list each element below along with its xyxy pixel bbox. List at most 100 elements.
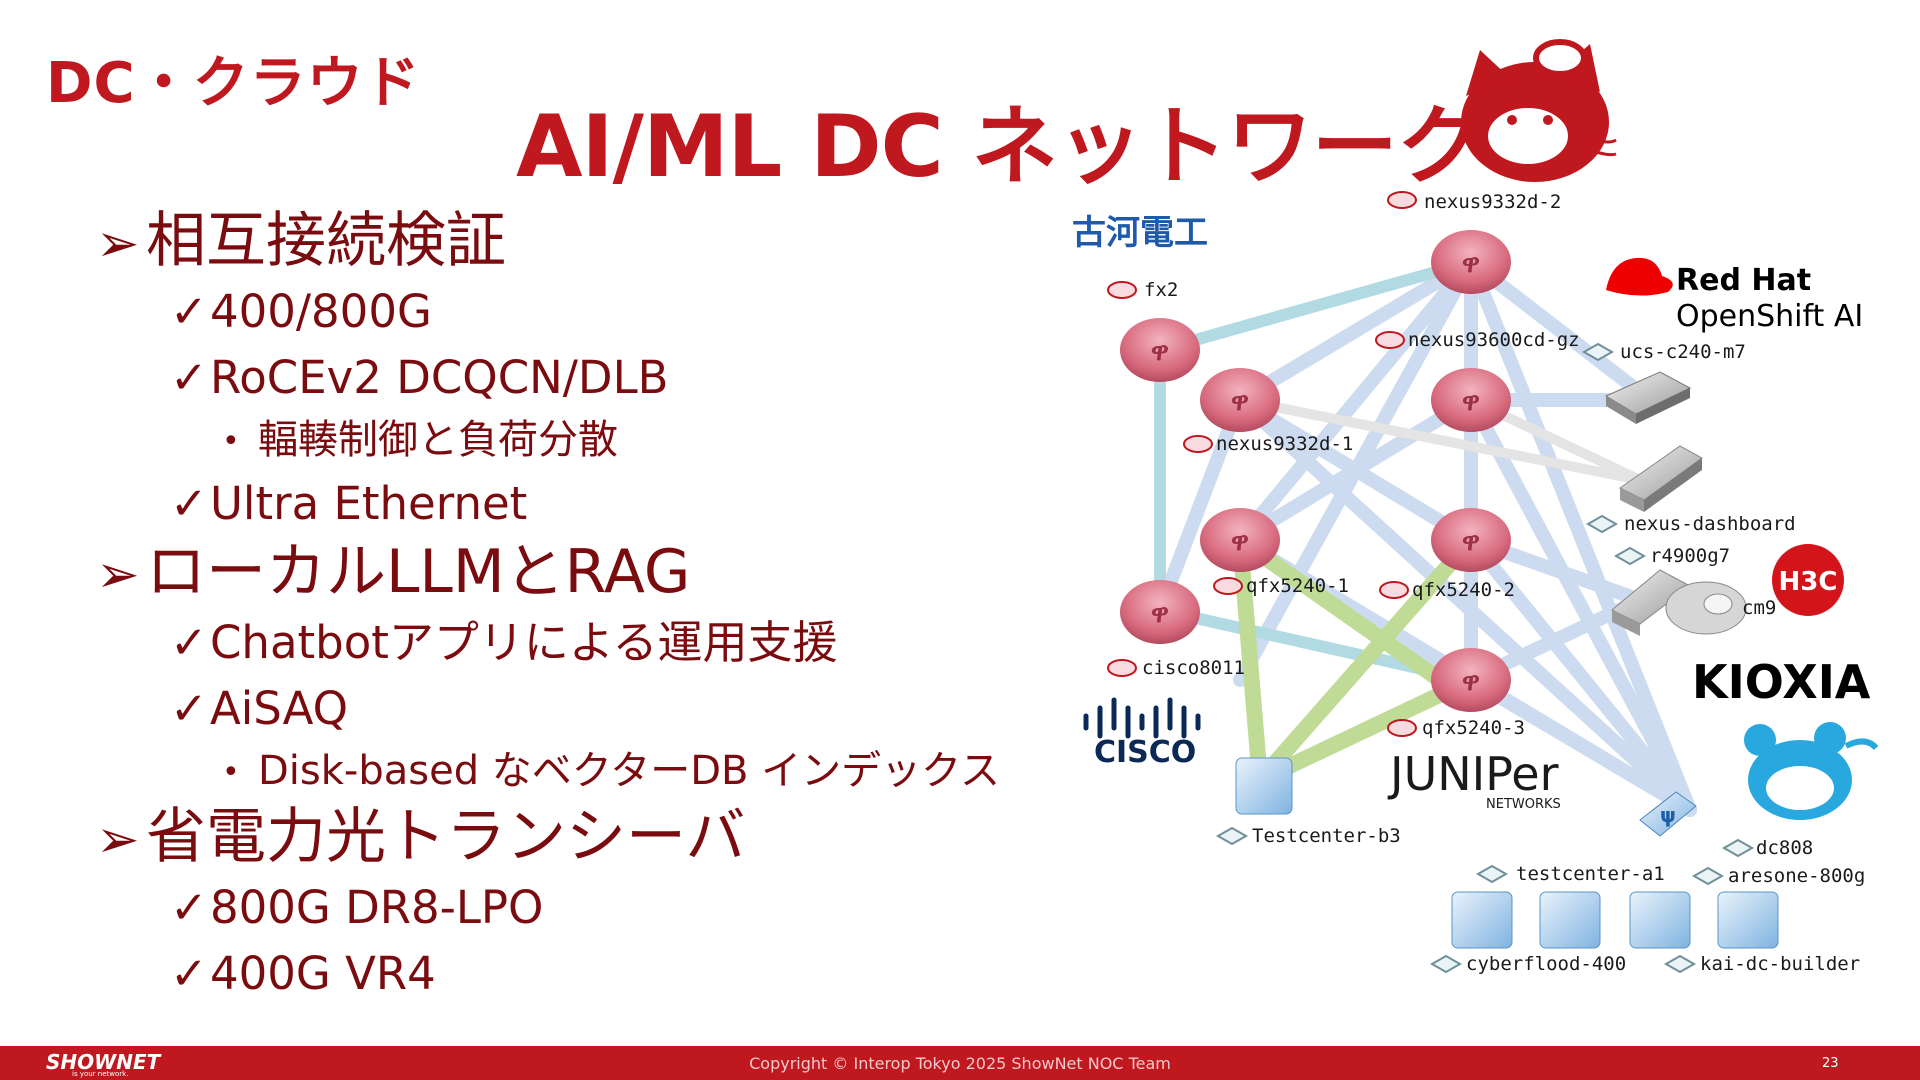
item-text: 400G VR4 <box>210 947 436 1000</box>
check-icon: ✓ <box>170 616 208 669</box>
list-item: ✓AiSAQ <box>96 676 1086 742</box>
section-optical: ➢省電力光トランシーバ <box>96 802 1086 875</box>
list-item: ✓Chatbotアプリによる運用支援 <box>96 610 1086 676</box>
check-icon: ✓ <box>170 682 208 735</box>
section-title: 相互接続検証 <box>146 206 506 276</box>
bullet-list: ➢相互接続検証 ✓400/800G ✓RoCEv2 DCQCN/DLB •輻輳制… <box>96 206 1086 1007</box>
kioxia-logo: KIOXIA <box>1692 655 1871 709</box>
arrow-bullet-icon: ➢ <box>96 810 140 870</box>
item-text: Chatbotアプリによる運用支援 <box>210 616 838 669</box>
node-label: cyberflood-400 <box>1466 953 1626 975</box>
router-cisco8011[interactable]: ዋ <box>1120 580 1200 644</box>
svg-text:ዋ: ዋ <box>1462 527 1480 557</box>
node-label: testcenter-a1 <box>1516 863 1665 885</box>
section-local-llm: ➢ローカルLLMとRAG <box>96 537 1086 610</box>
node-label: nexus9332d-1 <box>1216 433 1353 455</box>
node-label: qfx5240-2 <box>1412 579 1515 601</box>
node-label: Testcenter-b3 <box>1252 825 1401 847</box>
redhat-logo: Red Hat OpenShift AI <box>1606 257 1863 334</box>
slide-title: AI/ML DC ネットワーク <box>516 97 1483 197</box>
item-text: AiSAQ <box>210 682 349 735</box>
link-group <box>1153 255 1697 817</box>
check-icon: ✓ <box>170 477 208 530</box>
node-label: ucs-c240-m7 <box>1620 341 1746 363</box>
tester-dc808[interactable]: ψ <box>1639 791 1697 837</box>
label-markers <box>1107 191 1417 737</box>
server-ucs-c240-m7[interactable] <box>1604 371 1692 424</box>
blue-mascot-icon <box>1744 722 1879 820</box>
tester-testcenter-b3[interactable] <box>1235 757 1293 815</box>
tester-group[interactable] <box>1451 891 1779 949</box>
check-icon: ✓ <box>170 285 208 338</box>
sub-item: • 輻輳制御と負荷分散 <box>96 411 1086 471</box>
item-text: 800G DR8-LPO <box>210 881 544 934</box>
list-item: ✓RoCEv2 DCQCN/DLB <box>96 345 1086 411</box>
node-label: kai-dc-builder <box>1700 953 1860 975</box>
redhat-line2: OpenShift AI <box>1676 299 1863 334</box>
svg-text:ዋ: ዋ <box>1462 249 1480 279</box>
shownet-tagline: is your network. <box>72 1070 129 1078</box>
check-icon: ✓ <box>170 881 208 934</box>
check-icon: ✓ <box>170 351 208 404</box>
svg-text:ዋ: ዋ <box>1151 599 1169 629</box>
router-nexus93600cd-gz[interactable]: ዋ <box>1431 368 1511 432</box>
dot-bullet-icon: • <box>222 755 240 790</box>
section-interop-verification: ➢相互接続検証 <box>96 206 1086 279</box>
node-label: aresone-800g <box>1728 865 1865 887</box>
router-nexus9332d-2[interactable]: ዋ <box>1431 230 1511 294</box>
node-label: r4900g7 <box>1650 545 1730 567</box>
category-label: DC・クラウド <box>46 51 421 116</box>
sub-item: • Disk-based なベクターDB インデックス <box>96 742 1086 802</box>
footer-bar <box>0 1046 1920 1080</box>
list-item: ✓400/800G <box>96 279 1086 345</box>
storage-cm9[interactable] <box>1665 581 1747 635</box>
svg-text:ዋ: ዋ <box>1231 387 1249 417</box>
node-label: dc808 <box>1756 837 1813 859</box>
h3c-text: H3C <box>1779 567 1838 597</box>
section-title: ローカルLLMとRAG <box>146 537 691 607</box>
sub-item-text: 輻輳制御と負荷分散 <box>258 417 618 463</box>
list-item: ✓400G VR4 <box>96 941 1086 1007</box>
router-nexus9332d-1[interactable]: ዋ <box>1200 368 1280 432</box>
node-label: nexus9332d-2 <box>1424 191 1561 213</box>
shownet-logo: SHOWNET <box>46 1050 161 1074</box>
h3c-logo: H3C <box>1772 544 1844 616</box>
node-label: qfx5240-1 <box>1246 575 1349 597</box>
router-qfx5240-1[interactable]: ዋ <box>1200 508 1280 572</box>
juniper-logo: JUNIPer <box>1387 747 1559 801</box>
server-label-markers <box>1215 342 1755 974</box>
item-text: Ultra Ethernet <box>210 477 528 530</box>
svg-text:ዋ: ዋ <box>1151 337 1169 367</box>
svg-text:ዋ: ዋ <box>1231 527 1249 557</box>
section-title: 省電力光トランシーバ <box>146 802 746 872</box>
list-item: ✓Ultra Ethernet <box>96 471 1086 537</box>
svg-text:ዋ: ዋ <box>1462 667 1480 697</box>
check-icon: ✓ <box>170 947 208 1000</box>
page-number: 23 <box>1822 1056 1839 1071</box>
sub-item-text: Disk-based なベクターDB インデックス <box>258 748 1000 794</box>
node-label: cm9 <box>1742 597 1776 619</box>
router-fx2[interactable]: ዋ <box>1120 318 1200 382</box>
cat-mascot-icon <box>1461 39 1617 182</box>
node-label: nexus93600cd-gz <box>1408 329 1580 351</box>
item-text: 400/800G <box>210 285 432 338</box>
item-text: RoCEv2 DCQCN/DLB <box>210 351 669 404</box>
copyright-text: Copyright © Interop Tokyo 2025 ShowNet N… <box>749 1054 1171 1073</box>
node-label: qfx5240-3 <box>1422 717 1525 739</box>
svg-text:ψ: ψ <box>1660 803 1676 827</box>
node-label: fx2 <box>1144 279 1178 301</box>
list-item: ✓800G DR8-LPO <box>96 875 1086 941</box>
arrow-bullet-icon: ➢ <box>96 214 140 274</box>
juniper-sub: NETWORKS <box>1486 797 1561 812</box>
router-qfx5240-3[interactable]: ዋ <box>1431 648 1511 712</box>
svg-text:ዋ: ዋ <box>1462 387 1480 417</box>
node-label: cisco8011 <box>1142 657 1245 679</box>
router-qfx5240-2[interactable]: ዋ <box>1431 508 1511 572</box>
dot-bullet-icon: • <box>222 424 240 459</box>
arrow-bullet-icon: ➢ <box>96 545 140 605</box>
cisco-text: CISCO <box>1094 735 1196 770</box>
server-nexus-dashboard[interactable] <box>1619 445 1703 512</box>
node-label: nexus-dashboard <box>1624 513 1796 535</box>
cisco-logo <box>1083 697 1201 739</box>
